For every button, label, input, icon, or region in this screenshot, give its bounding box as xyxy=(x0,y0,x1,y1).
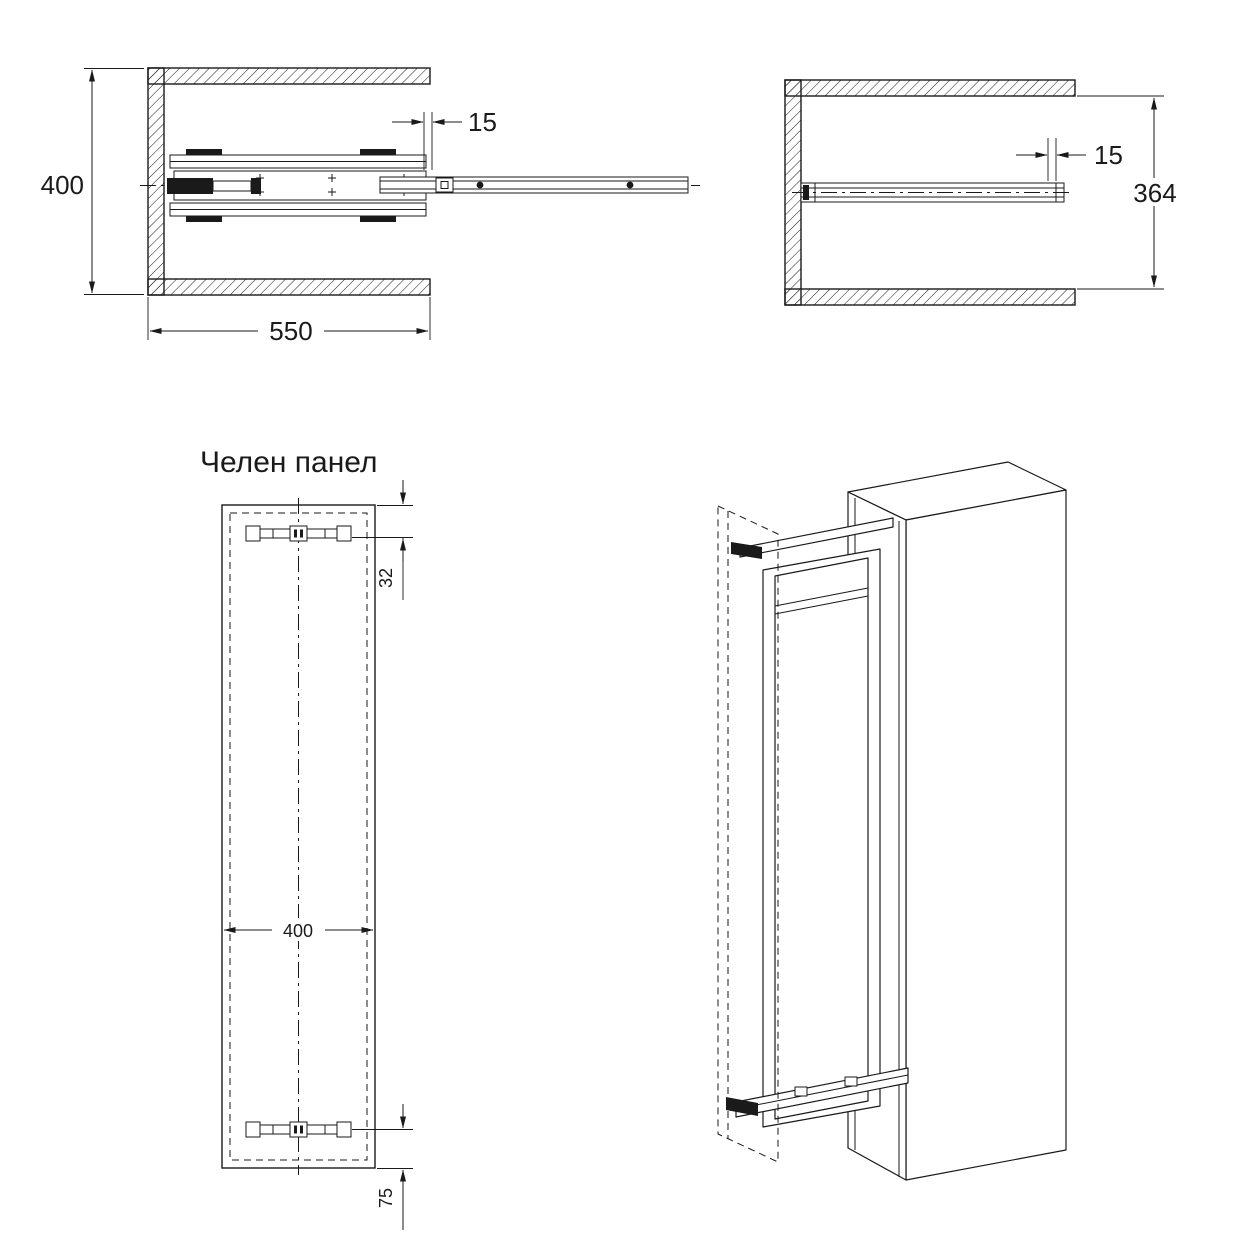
rivet xyxy=(476,181,484,189)
bottom-slide-bracket xyxy=(726,1097,758,1116)
extended-rail xyxy=(379,176,689,194)
bottom-mounting-bracket xyxy=(245,1121,352,1138)
dim-panel-bottom-offset: 75 xyxy=(376,1188,396,1208)
dim-panel-top-offset: 32 xyxy=(376,568,396,588)
top-view-wall-left xyxy=(147,67,165,296)
side-view-wall-bottom xyxy=(784,288,1076,306)
front-panel-drawing: Челен панел xyxy=(200,446,413,1230)
dim-top-view-gap: 15 xyxy=(468,107,497,137)
front-panel-title: Челен панел xyxy=(200,446,377,479)
dim-top-view-height: 400 xyxy=(41,170,84,200)
top-view-drawing: 400 15 550 xyxy=(41,67,700,346)
top-view-wall-bottom xyxy=(147,278,431,296)
front-panel-outline xyxy=(221,504,376,1169)
dim-side-view-inner-height: 364 xyxy=(1133,178,1176,208)
dim-side-view-gap: 15 xyxy=(1094,140,1123,170)
side-view-wall-top xyxy=(784,79,1076,97)
cabinet-side-face xyxy=(905,489,1067,1181)
dim-top-view-depth: 550 xyxy=(269,316,312,346)
damper-device xyxy=(167,178,213,194)
rivet xyxy=(626,181,634,189)
pullout-frame-inner xyxy=(774,557,869,1120)
isometric-drawing xyxy=(717,461,1067,1181)
top-slide-bracket xyxy=(731,542,762,559)
dim-panel-width: 400 xyxy=(283,921,313,941)
top-view-wall-top xyxy=(147,67,431,85)
top-mounting-bracket xyxy=(245,525,352,542)
hidden-front-panel xyxy=(717,505,779,1163)
side-view-drawing: 15 364 xyxy=(784,79,1190,306)
